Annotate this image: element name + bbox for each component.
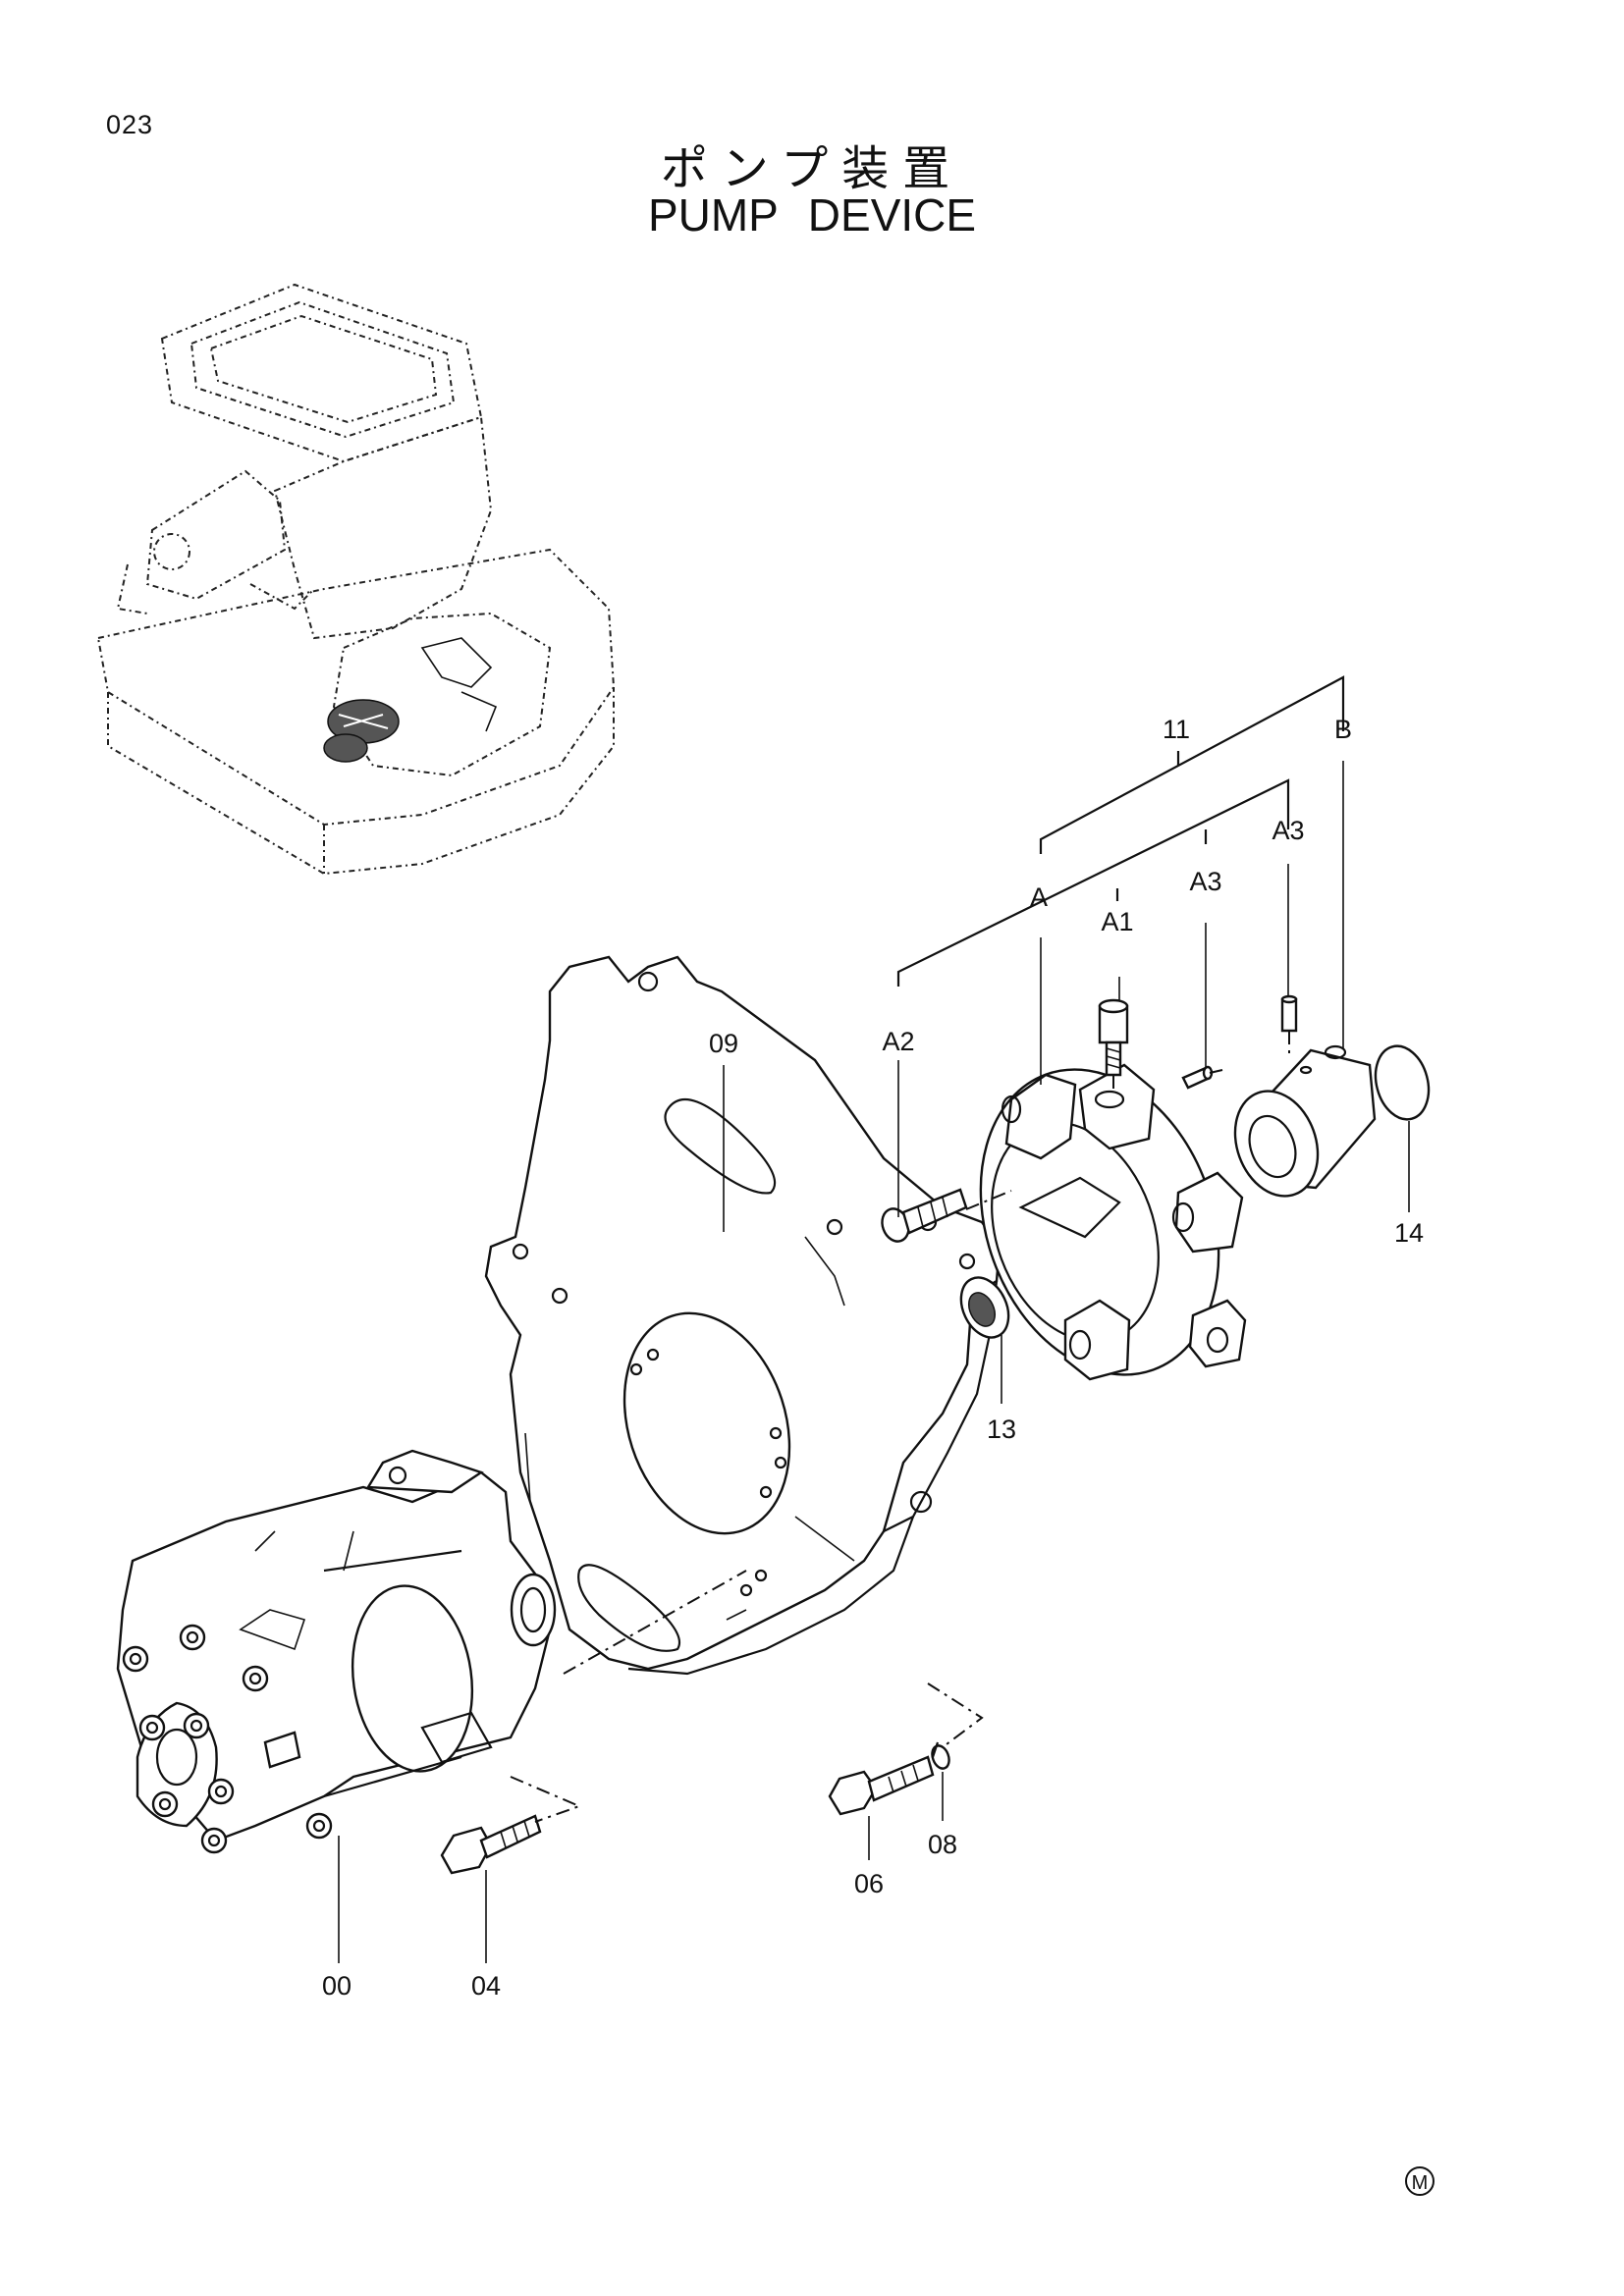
coupling-bolt-a2 — [881, 1188, 968, 1243]
callout-14: 14 — [1394, 1218, 1424, 1248]
machine-locator-illustration — [96, 283, 616, 876]
coupling-hub — [1233, 994, 1377, 1198]
callout-04: 04 — [471, 1971, 501, 2001]
coupling-bolt-a1 — [1098, 998, 1129, 1077]
callout-a3-upper: A3 — [1272, 816, 1304, 845]
coupling-pin-a3-lower — [1181, 1065, 1214, 1090]
callout-b: B — [1334, 715, 1352, 744]
pump-housing — [484, 955, 1001, 1676]
callout-13: 13 — [987, 1415, 1016, 1444]
hydraulic-pump — [116, 1449, 557, 1854]
callout-08: 08 — [928, 1830, 957, 1859]
page-number: 023 — [106, 110, 154, 139]
callout-00: 00 — [322, 1971, 352, 2001]
washer — [931, 1741, 950, 1770]
callout-labels: 11 B A3 A3 A A1 A2 09 14 13 08 06 00 04 — [322, 715, 1424, 2001]
callout-09: 09 — [709, 1029, 738, 1058]
page-title-jp: ポンプ装置 — [660, 141, 964, 196]
cover-cap — [1374, 1044, 1431, 1121]
oil-seal — [959, 1276, 1010, 1339]
page-title-en: PUMP DEVICE — [647, 189, 977, 240]
circled-m-mark: M — [1405, 2166, 1435, 2196]
mark-letter: M — [1412, 2172, 1429, 2194]
callout-11: 11 — [1163, 715, 1190, 744]
assembly-centerlines — [510, 1031, 1290, 1823]
callout-a1: A1 — [1101, 907, 1133, 936]
flange-bolt — [440, 1814, 542, 1875]
callout-a: A — [1030, 882, 1048, 912]
housing-bolt — [828, 1755, 935, 1816]
callout-a2: A2 — [882, 1027, 914, 1056]
coupling-element — [979, 1063, 1247, 1381]
callout-a3-lower: A3 — [1189, 867, 1221, 896]
callout-06: 06 — [854, 1869, 884, 1898]
callout-leaders — [338, 675, 1410, 1963]
